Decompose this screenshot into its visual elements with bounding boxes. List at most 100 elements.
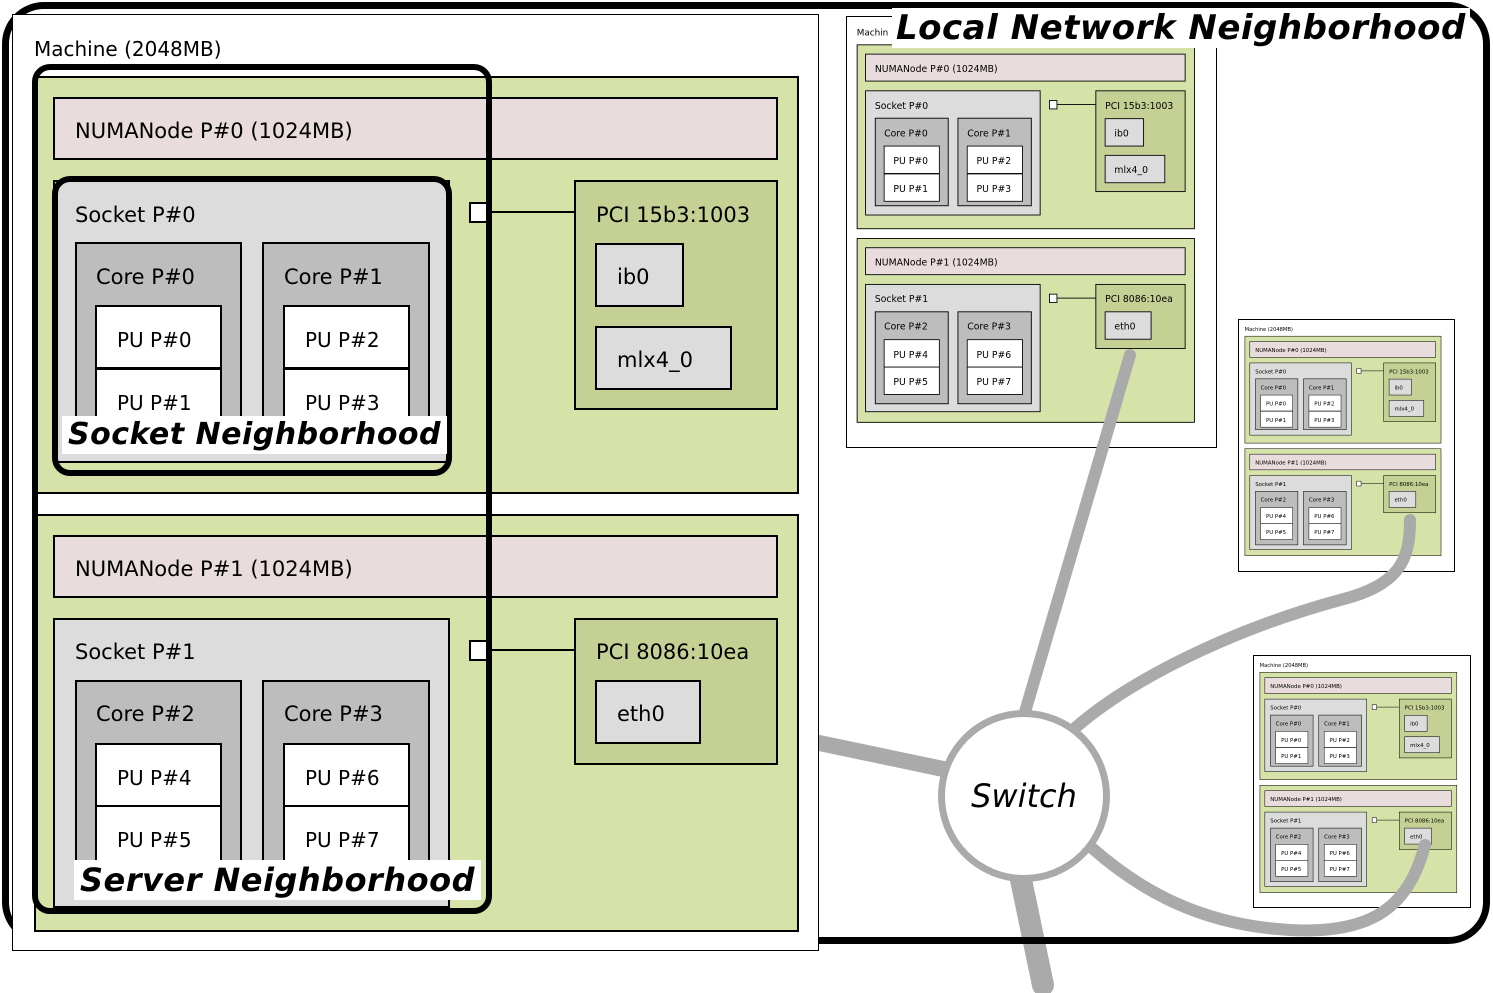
remote-core-1-label-1: Core P#1: [967, 127, 1011, 139]
remote-pu-5-label-3: PU P#5: [1281, 866, 1302, 873]
remote-pu-7-1: [966, 366, 1023, 395]
remote-numa-node-1-bar-label-3: NUMANode P#1 (1024MB): [1270, 796, 1342, 803]
remote-pu-7-2: [1308, 523, 1342, 540]
remote-dev-mlx4-label-2: mlx4_0: [1394, 405, 1415, 413]
remote-pci-link-0-3: [1376, 706, 1399, 708]
core-3-title: Core P#3: [284, 702, 383, 726]
remote-pu-1-label-1: PU P#1: [893, 183, 929, 195]
pu-5-label: PU P#5: [117, 828, 192, 852]
network-switch: Switch: [938, 710, 1110, 882]
remote-pu-2-label-2: PU P#2: [1314, 400, 1335, 407]
numa-node-0-title: NUMANode P#0 (1024MB): [75, 119, 353, 143]
remote-core-3-label-3: Core P#3: [1324, 833, 1350, 840]
remote-pci-1-label-1: PCI 8086:10ea: [1105, 293, 1173, 305]
remote-pu-3-label-2: PU P#3: [1314, 416, 1335, 424]
core-1-title: Core P#1: [284, 265, 383, 289]
remote-pu-1-label-3: PU P#1: [1281, 753, 1302, 760]
socket-neighborhood-outline: [52, 176, 452, 476]
remote-numa-node-0-bar-label-2: NUMANode P#0 (1024MB): [1255, 346, 1327, 354]
remote-pu-3-label-3: PU P#3: [1329, 753, 1350, 760]
link-remote-1: [1019, 349, 1136, 718]
remote-pu-7-label-2: PU P#7: [1314, 529, 1335, 536]
remote-pu-0-1: [883, 145, 940, 174]
remote-pci-bridge-0-1: [1048, 100, 1058, 110]
pu-7-label: PU P#7: [305, 828, 380, 852]
remote-pci-0-label-2: PCI 15b3:1003: [1389, 368, 1429, 375]
remote-socket-1-label-1: Socket P#1: [874, 293, 929, 305]
remote-core-2-label-2: Core P#2: [1260, 496, 1287, 503]
socket-1-title: Socket P#1: [75, 640, 196, 664]
remote-dev-eth0-label-3: eth0: [1410, 833, 1423, 840]
remote-pci-bridge-0-2: [1356, 368, 1362, 374]
remote-pu-7-3: [1323, 860, 1357, 877]
remote-socket-1-label-3: Socket P#1: [1270, 817, 1302, 824]
remote-socket-0-label-2: Socket P#0: [1255, 368, 1287, 375]
pu-6: [283, 743, 410, 807]
remote-pu-1-label-2: PU P#1: [1265, 416, 1287, 424]
numa-node-1-title: NUMANode P#1 (1024MB): [75, 557, 353, 581]
pci-link-1: [488, 649, 575, 651]
remote-dev-eth0-label-1: eth0: [1114, 321, 1136, 332]
remote-socket-0-label-1: Socket P#0: [874, 100, 929, 112]
remote-pu-5-label-2: PU P#5: [1265, 529, 1287, 536]
remote-dev-ib0-3: [1404, 715, 1428, 732]
remote-pci-link-0-2: [1361, 370, 1384, 372]
remote-numa-node-0-bar-1: [865, 53, 1186, 82]
remote-pu-6-label-2: PU P#6: [1314, 513, 1335, 520]
pu-0-label: PU P#0: [117, 328, 192, 352]
remote-pu-3-1: [966, 173, 1023, 202]
numa-node-1-bar: [53, 535, 778, 598]
remote-numa-node-1-bar-2: [1249, 453, 1436, 471]
link-switch-uplink: [1009, 864, 1054, 993]
remote-pci-link-0-1: [1057, 104, 1096, 105]
remote-socket-0-label-3: Socket P#0: [1270, 704, 1302, 711]
remote-pu-2-3: [1323, 731, 1357, 748]
remote-dev-ib0-2: [1388, 378, 1412, 396]
remote-pci-bridge-1-2: [1356, 480, 1362, 487]
remote-pu-0-label-1: PU P#0: [893, 155, 929, 167]
remote-dev-ib0-label-2: ib0: [1394, 384, 1403, 391]
os-device-ib0-label: ib0: [617, 265, 650, 289]
remote-core-0-label-3: Core P#0: [1275, 720, 1302, 727]
remote-numa-node-0-bar-label-3: NUMANode P#0 (1024MB): [1270, 683, 1342, 690]
remote-numa-node-1-bar-3: [1264, 790, 1452, 807]
remote-pu-5-2: [1260, 523, 1293, 540]
remote-dev-ib0-label-3: ib0: [1410, 720, 1419, 727]
pu-2-label: PU P#2: [305, 328, 380, 352]
remote-pci-bridge-1-1: [1048, 293, 1058, 303]
remote-pu-4-label-3: PU P#4: [1281, 850, 1302, 857]
os-device-eth0: [595, 680, 701, 744]
remote-numa-node-0-bar-2: [1249, 341, 1436, 358]
remote-pu-0-2: [1260, 394, 1293, 412]
os-device-eth0-label: eth0: [617, 702, 665, 726]
server-neighborhood-outline: [32, 64, 492, 914]
remote-pu-5-1: [883, 366, 940, 395]
remote-pu-3-label-1: PU P#3: [976, 183, 1012, 195]
remote-dev-ib0-1: [1104, 118, 1145, 147]
core-0-title: Core P#0: [96, 265, 195, 289]
remote-pu-7-label-1: PU P#7: [976, 376, 1012, 388]
remote-pci-1-label-3: PCI 8086:10ea: [1404, 817, 1445, 824]
remote-dev-eth0-label-2: eth0: [1394, 496, 1407, 503]
remote-pci-bridge-0-3: [1371, 704, 1377, 710]
machine-main-title: Machine (2048MB): [34, 37, 222, 61]
remote-core-1-label-2: Core P#1: [1308, 384, 1335, 391]
remote-pci-0-label-3: PCI 15b3:1003: [1404, 704, 1445, 711]
remote-numa-node-1-bar-label-2: NUMANode P#1 (1024MB): [1255, 459, 1327, 466]
remote-pu-1-3: [1275, 747, 1309, 764]
core-2-title: Core P#2: [96, 702, 195, 726]
remote-pu-0-label-2: PU P#0: [1265, 400, 1287, 407]
remote-core-0-label-1: Core P#0: [884, 127, 928, 139]
remote-pu-4-1: [883, 339, 940, 368]
remote-pci-bridge-1-3: [1371, 817, 1377, 823]
remote-pu-3-3: [1323, 747, 1357, 764]
remote-machine-3: Machine (2048MB)NUMANode P#0 (1024MB)Soc…: [1253, 655, 1471, 908]
remote-pu-0-3: [1275, 731, 1309, 748]
pu-2: [283, 305, 410, 369]
remote-dev-mlx4-label-1: mlx4_0: [1114, 164, 1148, 176]
remote-socket-1-label-2: Socket P#1: [1255, 480, 1287, 488]
pu-3-label: PU P#3: [305, 391, 380, 415]
remote-numa-node-1-bar-label-1: NUMANode P#1 (1024MB): [874, 257, 998, 268]
